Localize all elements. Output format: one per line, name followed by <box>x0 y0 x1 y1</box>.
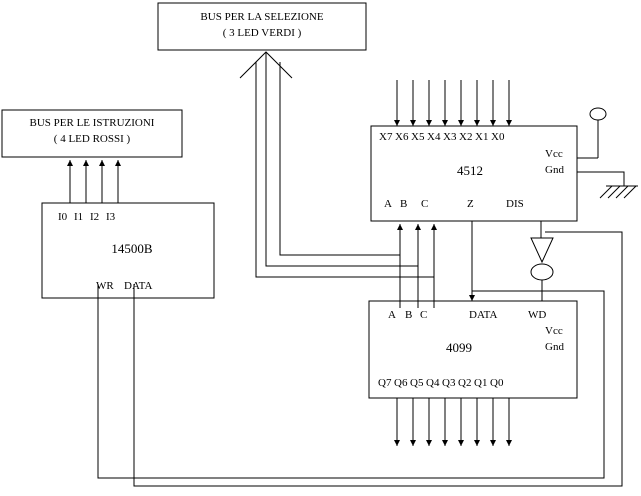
chip-4099-name: 4099 <box>446 340 472 355</box>
wire-gnd <box>577 171 625 186</box>
chip-4099-a-label: A <box>388 309 396 321</box>
chip-4099-pin-q5: Q5 <box>410 377 424 389</box>
chip-14500b-pin-i0: I0 <box>58 211 68 223</box>
chip-4099-pin-q3: Q3 <box>442 377 456 389</box>
chip-4512-pin-x6: X6 <box>395 131 409 143</box>
bus-istruzioni-subtitle: ( 4 LED ROSSI ) <box>54 133 131 145</box>
bus-selezione-block: BUS PER LA SELEZIONE ( 3 LED VERDI ) <box>157 2 367 51</box>
chip-4512-a-label: A <box>384 198 392 210</box>
chip-4099-pin-q0: Q0 <box>490 377 504 389</box>
wires <box>67 51 638 487</box>
chip-4512-vcc-label: Vcc <box>545 148 563 160</box>
chip-4099-pin-q1: Q1 <box>474 377 487 389</box>
bus-istruzioni-title: BUS PER LE ISTRUZIONI <box>30 117 155 129</box>
bus-selezione-title: BUS PER LA SELEZIONE <box>200 11 323 23</box>
chip-4512-dis-label: DIS <box>506 198 524 210</box>
chip-14500b-pin-i3: I3 <box>106 211 116 223</box>
chip-4512-gnd-label: Gnd <box>545 164 564 176</box>
chip-14500b-wr-label: WR <box>96 280 114 292</box>
chip-4512-pin-x0: X0 <box>491 131 505 143</box>
chip-14500b-data-label: DATA <box>124 280 153 292</box>
chip-4512-b-label: B <box>400 198 407 210</box>
bus-selezione-line-3 <box>279 62 400 256</box>
chip-14500b: I0 I1 I2 I3 14500B WR DATA <box>41 202 215 299</box>
chip-4512-z-label: Z <box>467 198 474 210</box>
chip-4099-c-label: C <box>420 309 427 321</box>
chip-4512-pin-x5: X5 <box>411 131 425 143</box>
wire-wr-loop <box>133 231 623 487</box>
chip-4099-vcc-label: Vcc <box>545 325 563 337</box>
chip-4512-name: 4512 <box>457 163 483 178</box>
bus-selezione-line-2 <box>265 52 418 267</box>
bus-selezione-subtitle: ( 3 LED VERDI ) <box>223 27 302 39</box>
chip-14500b-pin-i2: I2 <box>90 211 99 223</box>
chip-4099-wd-label: WD <box>528 309 546 321</box>
chip-4512-pin-x3: X3 <box>443 131 457 143</box>
chip-4099-pin-q7: Q7 <box>378 377 392 389</box>
chip-4512-pin-x1: X1 <box>475 131 488 143</box>
chip-4099-b-label: B <box>405 309 412 321</box>
vcc-terminal-icon <box>589 107 607 121</box>
chip-14500b-pins: I0 I1 I2 I3 <box>58 211 116 223</box>
chip-14500b-pin-i1: I1 <box>74 211 83 223</box>
buffer-triangle <box>530 237 554 264</box>
chip-4099-pin-q2: Q2 <box>458 377 471 389</box>
chip-4099-gnd-label: Gnd <box>545 341 564 353</box>
bus-selezione-line-1 <box>255 62 434 278</box>
ground-icon <box>599 185 638 199</box>
wire-data-loop <box>97 284 605 479</box>
chip-4512-pin-x7: X7 <box>379 131 393 143</box>
chip-4512-c-label: C <box>421 198 428 210</box>
chip-4512-pin-x4: X4 <box>427 131 441 143</box>
chip-4099-data-label: DATA <box>469 309 498 321</box>
chip-4512-pin-x2: X2 <box>459 131 472 143</box>
bus-istruzioni-block: BUS PER LE ISTRUZIONI ( 4 LED ROSSI ) <box>1 109 183 158</box>
chip-4099-pin-q4: Q4 <box>426 377 440 389</box>
chip-4099-pin-q6: Q6 <box>394 377 408 389</box>
buffer-bubble <box>530 263 554 281</box>
chip-14500b-name: 14500B <box>111 241 153 256</box>
